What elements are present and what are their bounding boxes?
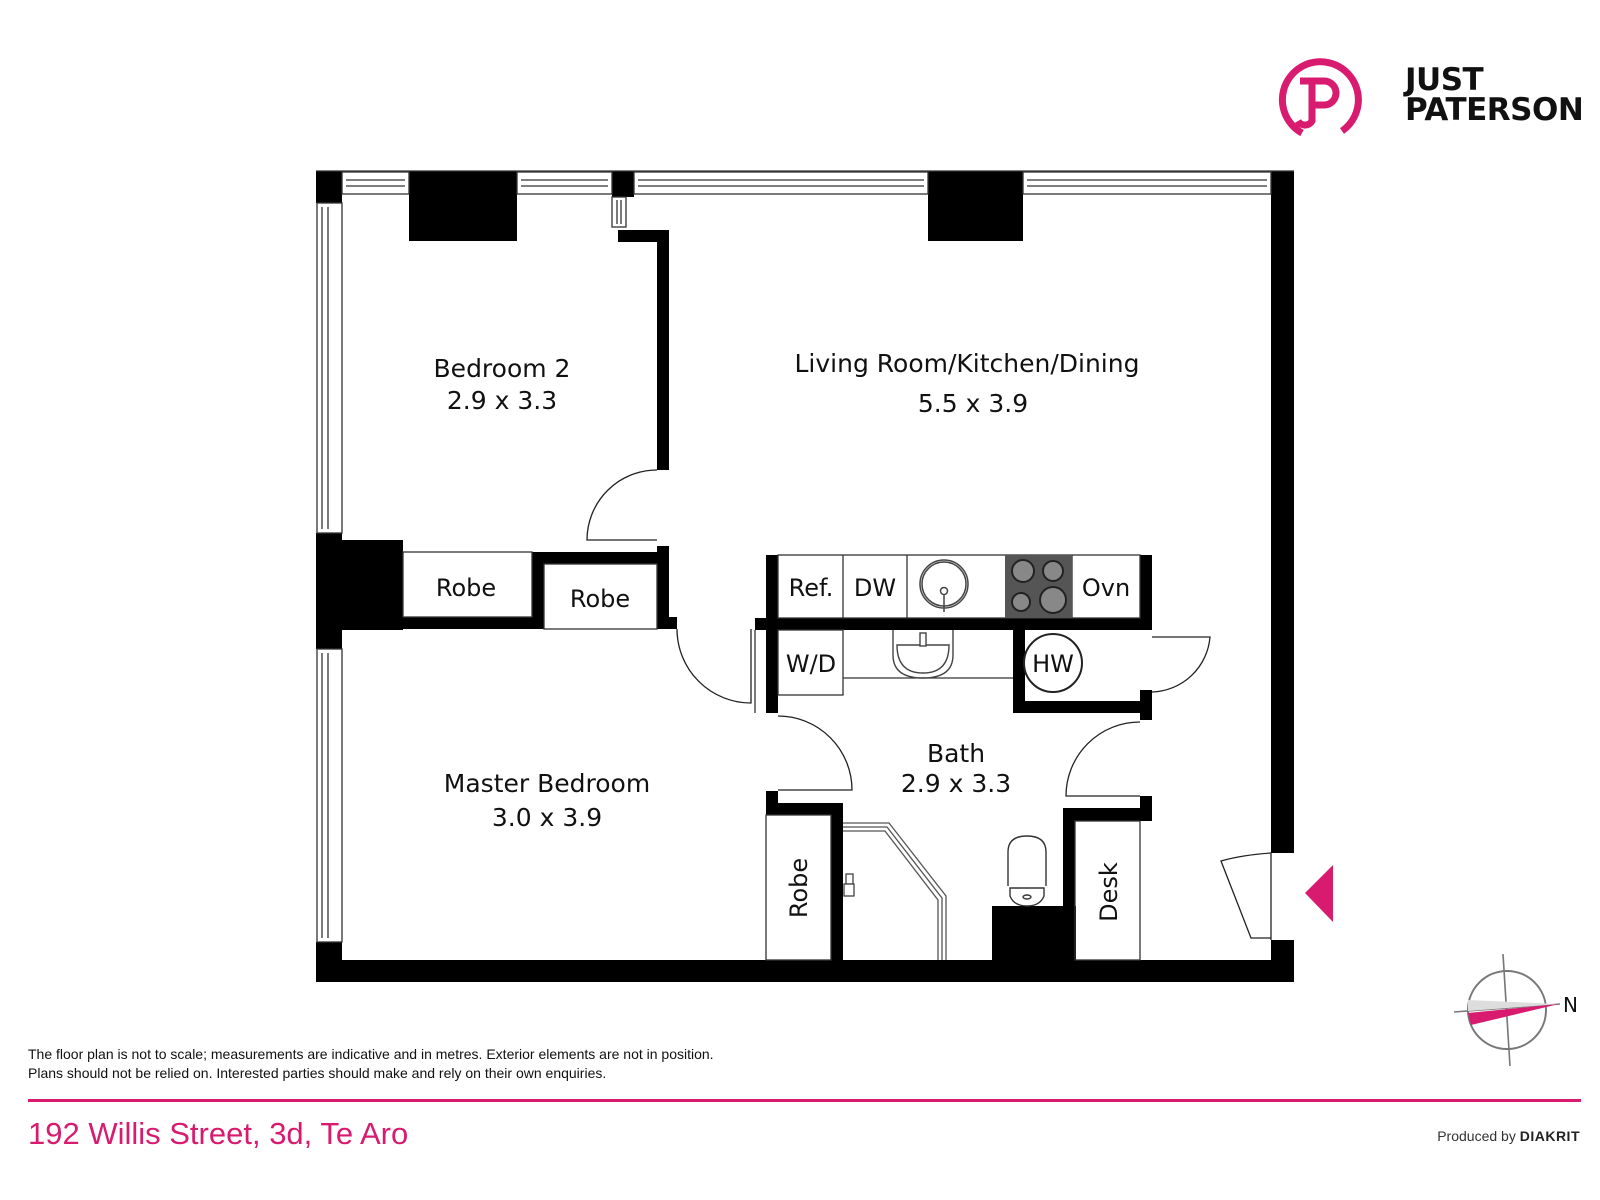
producer-logo: DIAKRIT: [1519, 1128, 1580, 1144]
disclaimer-line-1: The floor plan is not to scale; measurem…: [28, 1046, 714, 1062]
living-name: Living Room/Kitchen/Dining: [795, 349, 1140, 378]
hot-water-label: HW: [1032, 650, 1074, 678]
logo-text-paterson: PATERSON: [1405, 92, 1584, 128]
toilet-icon: [1007, 835, 1047, 907]
disclaimer-line-2: Plans should not be relied on. Intereste…: [28, 1065, 607, 1081]
bedroom2-name: Bedroom 2: [434, 354, 571, 383]
desk-label: Desk: [1095, 862, 1123, 922]
shower-screen-icon: [843, 822, 947, 960]
entry-arrow-icon: [1305, 865, 1333, 922]
produced-by-label: Produced by: [1437, 1128, 1516, 1144]
just-paterson-logo: JUST PATERSON: [1278, 55, 1584, 145]
windows: [316, 170, 1294, 943]
bath-basin-icon: [892, 630, 954, 679]
robe-label-1: Robe: [436, 574, 496, 602]
refrigerator-label: Ref.: [789, 574, 834, 602]
compass-north-label: N: [1563, 993, 1578, 1017]
property-address: 192 Willis Street, 3d, Te Aro: [28, 1116, 409, 1151]
door-swings: [586, 469, 1272, 940]
walls: [316, 171, 1294, 982]
hot-water-cylinder-icon: [1023, 633, 1083, 693]
robe-label-2: Robe: [570, 585, 630, 613]
logo-text-just: JUST: [1405, 62, 1484, 98]
disclaimer: The floor plan is not to scale; measurem…: [28, 1045, 714, 1083]
cooktop-icon: [1005, 555, 1072, 618]
oven-label: Ovn: [1082, 574, 1130, 602]
produced-by: Produced by DIAKRIT: [1437, 1128, 1580, 1144]
bedroom2-dims: 2.9 x 3.3: [447, 386, 557, 415]
living-dims: 5.5 x 3.9: [918, 389, 1028, 418]
compass-icon: N: [1453, 953, 1578, 1067]
dishwasher-label: DW: [854, 574, 896, 602]
washer-dryer-label: W/D: [786, 650, 836, 678]
robe-label-3: Robe: [785, 858, 813, 918]
jp-monogram-icon: [1278, 58, 1362, 137]
bath-dims: 2.9 x 3.3: [901, 769, 1011, 798]
kitchen-sink-icon: [919, 559, 969, 612]
shower-mixer-icon: [843, 873, 855, 897]
footer-divider: [28, 1099, 1581, 1102]
bath-name: Bath: [927, 739, 985, 768]
master-bedroom-dims: 3.0 x 3.9: [492, 803, 602, 832]
master-bedroom-name: Master Bedroom: [444, 769, 650, 798]
